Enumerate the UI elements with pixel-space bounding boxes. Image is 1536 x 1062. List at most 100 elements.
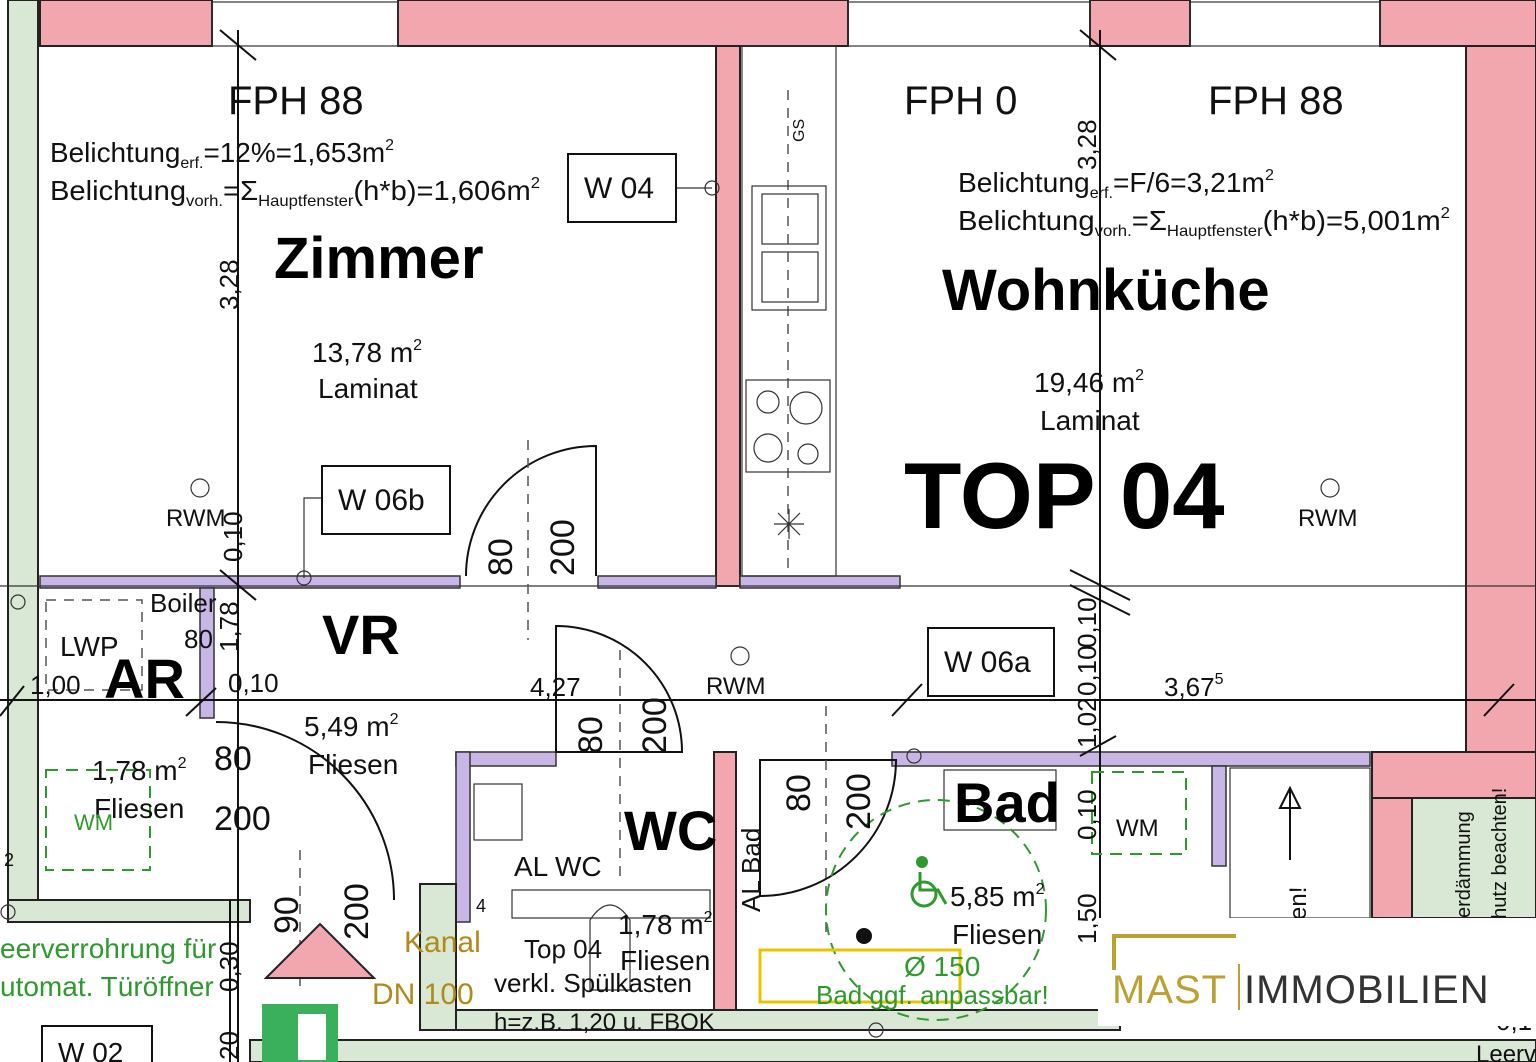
partition-bad-right [1211, 765, 1227, 867]
wohnkueche-name: Wohnküche [942, 258, 1270, 323]
lwp-label: LWP [60, 631, 119, 662]
ar-floor: Fliesen [94, 793, 184, 824]
dim-wk-height: 3,28 [1072, 119, 1102, 170]
top-wall-right [1089, 0, 1191, 47]
wm-label-ar: WM [74, 810, 113, 835]
w04-tag [567, 153, 677, 223]
wc-sink [473, 783, 523, 841]
w04-label: W 04 [584, 172, 654, 205]
vr-area: 5,49 m2 [304, 711, 399, 742]
unit-label: TOP 04 [904, 443, 1225, 548]
rwm-sensor-wk [1320, 478, 1340, 498]
dim-20: 20 [214, 1031, 244, 1060]
dim-door-80-c: 80 [780, 774, 818, 812]
w06b-label: W 06b [338, 484, 425, 517]
right-wall [1465, 45, 1536, 753]
dim-door-200-a: 200 [544, 519, 582, 576]
logo-immobilien: IMMOBILIEN [1244, 968, 1490, 1012]
wc-cistern [511, 889, 711, 919]
small-circle [0, 904, 16, 920]
ar-name: AR [104, 647, 185, 710]
tick [1079, 735, 1117, 757]
logo-separator [1238, 964, 1240, 1010]
partition-vr-2 [597, 575, 717, 589]
rwm-sensor-zimmer [190, 478, 210, 498]
partition-zimmer-vr [39, 575, 461, 589]
dim-zimmer-height: 3,28 [214, 259, 244, 310]
entrance-arrow [263, 922, 377, 979]
sink [751, 185, 827, 311]
fbok-label: h=z.B. 1,20 u. FBOK [494, 1009, 715, 1036]
rwm-label-zimmer: RWM [166, 505, 226, 532]
sink-basin-2 [761, 251, 819, 303]
window-frame-3 [1189, 1, 1381, 47]
wc-floor: Fliesen [620, 945, 710, 976]
kitchen-counter [741, 45, 837, 577]
dim-102: 1,02 [1072, 697, 1102, 748]
tueroeffner-label: utomat. Türöffner [0, 971, 214, 1002]
w06a-tag [927, 627, 1055, 697]
logo-vbar [1112, 934, 1116, 970]
wheelchair-turning-circle [825, 799, 1047, 1021]
tick [1483, 683, 1515, 717]
wc-bowl [589, 904, 631, 991]
small-circle [906, 748, 922, 764]
burner [756, 390, 780, 414]
bad-yellow-outline [758, 948, 962, 1004]
kanal-label: Kanal [404, 926, 481, 959]
burner [789, 391, 823, 425]
drain-point [856, 928, 872, 944]
dim-4: 4 [476, 896, 486, 916]
top04-small-label: Top 04 [524, 934, 602, 964]
partition-wc-top [455, 751, 557, 767]
logo-bar [1112, 934, 1236, 938]
w02-tag [41, 1025, 153, 1062]
tick [0, 685, 25, 717]
zimmer-fph: FPH 88 [228, 79, 364, 123]
wall-wc-bad [713, 751, 737, 1013]
dim-door-80-a: 80 [482, 538, 520, 576]
wk-fph-right: FPH 88 [1208, 79, 1344, 123]
dim-100: 1,00 [30, 670, 81, 700]
door-wc [555, 624, 684, 753]
bad-area: 5,85 m2 [950, 881, 1045, 912]
bad-floor: Fliesen [952, 919, 1042, 950]
lwp-box [45, 599, 143, 691]
zimmer-name: Zimmer [274, 226, 484, 291]
right-wall-step [1371, 797, 1413, 919]
ar-area: 1,78 m2 [92, 755, 187, 786]
wk-floor: Laminat [1040, 405, 1140, 436]
tick [1069, 569, 1131, 601]
dim-030: 0,30 [214, 941, 244, 992]
dim-010-d: 0,10 [1072, 645, 1102, 696]
partition-bad-top [891, 751, 1371, 767]
w02-label: W 02 [58, 1037, 123, 1062]
top-wall-left [39, 0, 213, 47]
wm-bad-box [1091, 771, 1187, 855]
vr-name: VR [322, 603, 400, 666]
dim-door-90: 90 [268, 896, 306, 934]
stove [745, 379, 831, 473]
dim-door-80-d: 80 [214, 740, 252, 778]
daemmung-label: erdämmung [1453, 811, 1475, 918]
window-frame-1 [211, 1, 399, 47]
wc-name: WC [624, 799, 717, 862]
zimmer-floor: Laminat [318, 373, 418, 404]
boiler-label: Boiler [150, 588, 217, 618]
belichtung-wk-erf: Belichtungerf.=F/6=3,21m2 [958, 167, 1274, 202]
sink-basin-1 [761, 193, 819, 245]
wc-area: 1,78 m2 [618, 909, 713, 940]
bottom-strip [249, 1039, 1536, 1062]
door-bad [759, 759, 898, 898]
partition-ar [199, 587, 215, 719]
tick [891, 683, 923, 717]
dim-door-80-b: 80 [572, 716, 610, 754]
logo-mast: MAST [1112, 968, 1228, 1012]
al-bad-label: AL Bad [736, 828, 766, 912]
phi150-label: Ø 150 [904, 951, 980, 982]
bad-name: Bad [954, 771, 1060, 834]
middle-wall [715, 45, 741, 587]
dim-367: 3,675 [1164, 671, 1224, 702]
